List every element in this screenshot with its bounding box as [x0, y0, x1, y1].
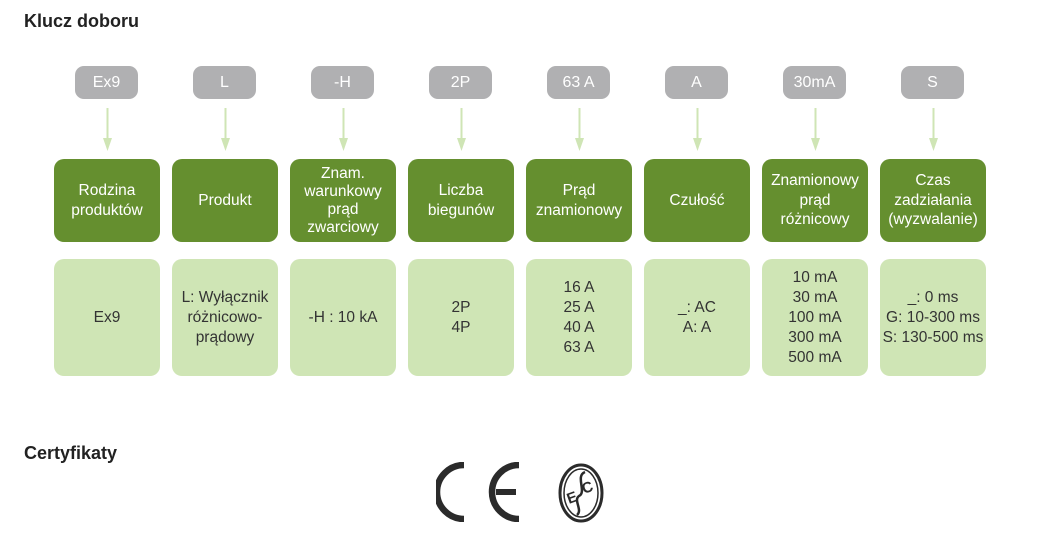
- arrow-down-icon: [575, 108, 584, 151]
- value-box: Ex9: [54, 259, 160, 376]
- code-pill: 2P: [429, 66, 492, 99]
- heading-box: Czułość: [644, 159, 750, 242]
- value-box: L: Wyłącznik różnicowo- prądowy: [172, 259, 278, 376]
- value-box: 16 A 25 A 40 A 63 A: [526, 259, 632, 376]
- heading-box: Liczba biegunów: [408, 159, 514, 242]
- heading-box: Produkt: [172, 159, 278, 242]
- heading-box: Znam. warunkowy prąd zwarciowy: [290, 159, 396, 242]
- code-pill: 30mA: [783, 66, 846, 99]
- value-box: 10 mA 30 mA 100 mA 300 mA 500 mA: [762, 259, 868, 376]
- arrow-down-icon: [811, 108, 820, 151]
- value-box: -H : 10 kA: [290, 259, 396, 376]
- certificates-title: Certyfikaty: [24, 443, 118, 463]
- heading-box: Znamionowy prąd różnicowy: [762, 159, 868, 242]
- arrow-down-icon: [103, 108, 112, 151]
- value-box: _: AC A: A: [644, 259, 750, 376]
- arrow-down-icon: [457, 108, 466, 151]
- selection-key-title: Klucz doboru: [24, 11, 139, 31]
- esc-mark-icon: E C: [558, 463, 604, 523]
- code-pill: -H: [311, 66, 374, 99]
- code-pill: Ex9: [75, 66, 138, 99]
- code-pill: S: [901, 66, 964, 99]
- code-pill: L: [193, 66, 256, 99]
- code-pill: A: [665, 66, 728, 99]
- value-box: 2P 4P: [408, 259, 514, 376]
- arrow-down-icon: [339, 108, 348, 151]
- arrow-down-icon: [693, 108, 702, 151]
- value-box: _: 0 ms G: 10-300 ms S: 130-500 ms: [880, 259, 986, 376]
- heading-box: Prąd znamionowy: [526, 159, 632, 242]
- arrow-down-icon: [221, 108, 230, 151]
- heading-box: Czas zadziałania (wyzwalanie): [880, 159, 986, 242]
- arrow-down-icon: [929, 108, 938, 151]
- code-pill: 63 A: [547, 66, 610, 99]
- ce-mark-icon: [436, 462, 520, 522]
- heading-box: Rodzina produktów: [54, 159, 160, 242]
